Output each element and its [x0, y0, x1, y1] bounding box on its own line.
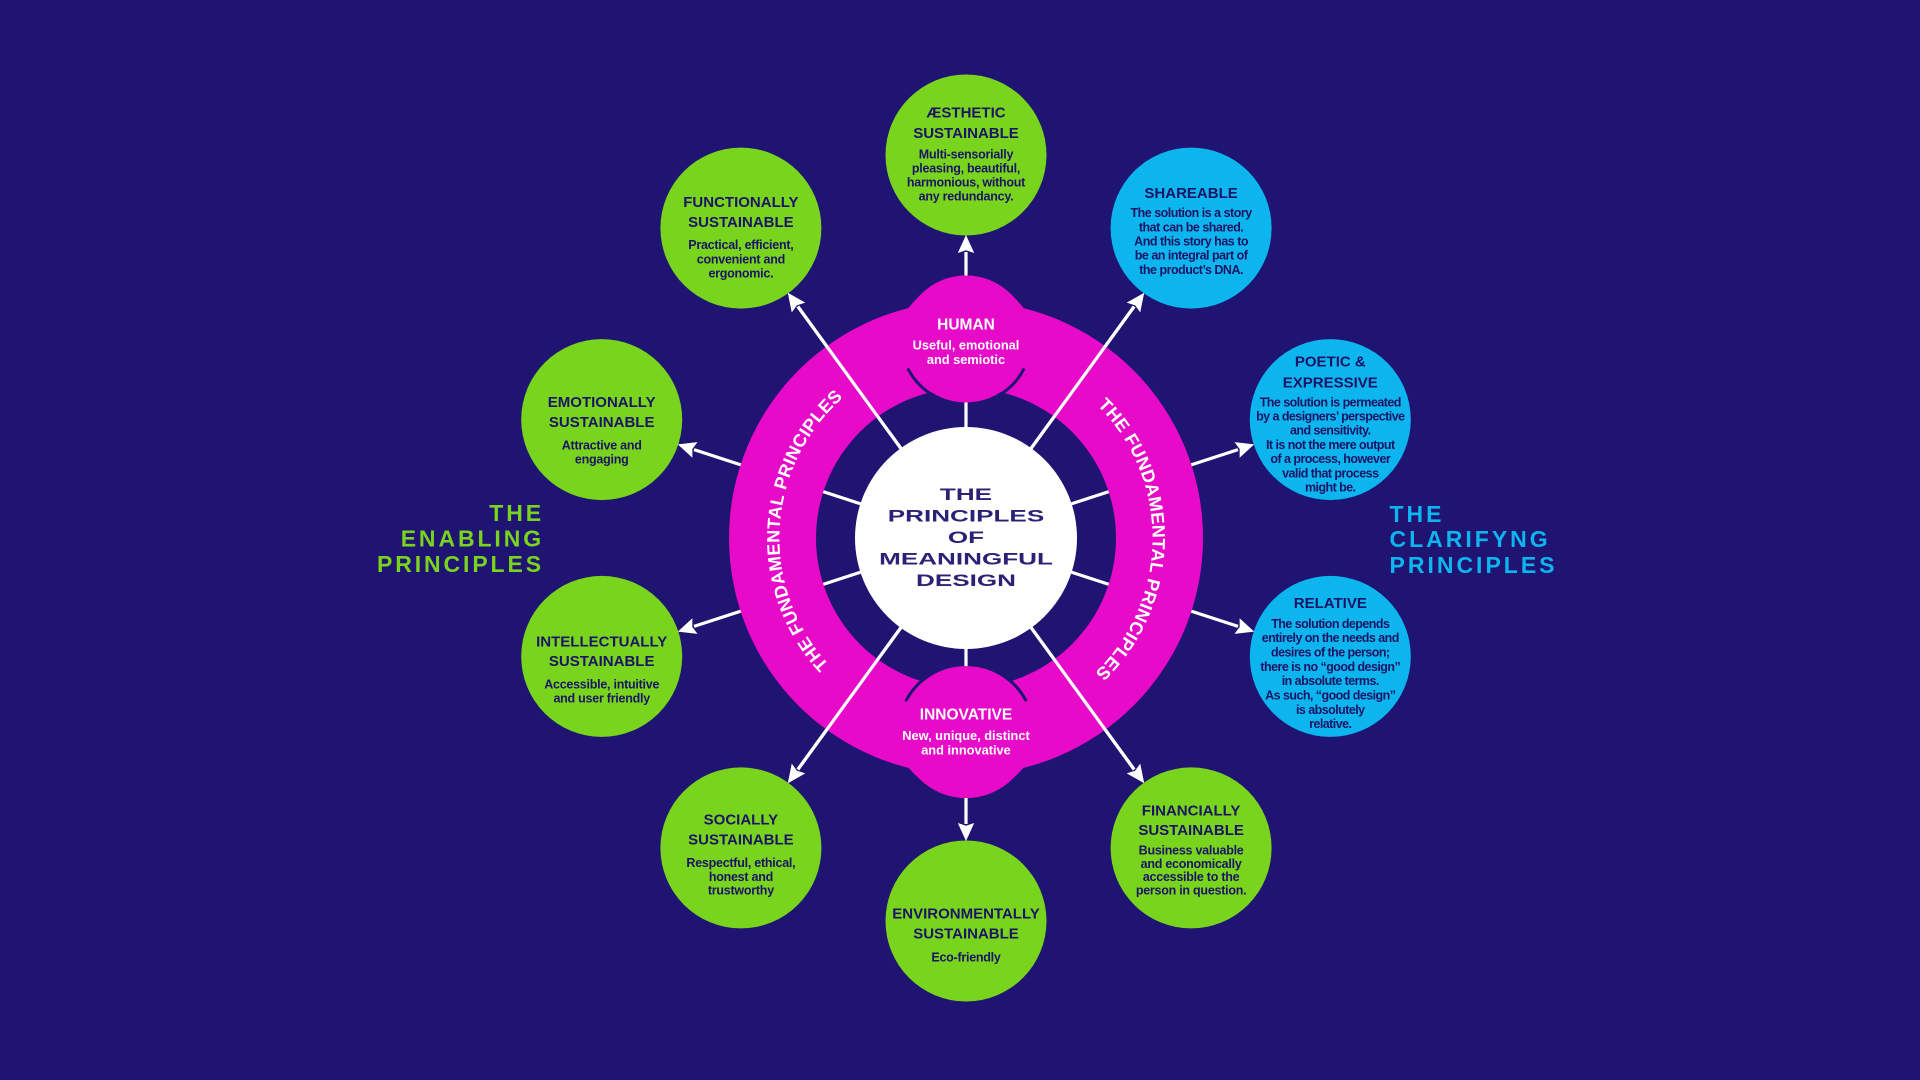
- svg-text:and innovative: and innovative: [921, 743, 1011, 758]
- svg-text:that can be shared.: that can be shared.: [1139, 220, 1243, 234]
- svg-text:Useful, emotional: Useful, emotional: [913, 338, 1020, 353]
- svg-text:INNOVATIVE: INNOVATIVE: [920, 707, 1012, 724]
- svg-text:and sensitivity.: and sensitivity.: [1290, 424, 1371, 438]
- svg-text:harmonious, without: harmonious, without: [907, 176, 1026, 190]
- svg-text:SUSTAINABLE: SUSTAINABLE: [913, 926, 1019, 943]
- svg-text:and semiotic: and semiotic: [927, 352, 1005, 367]
- svg-text:accessible to the: accessible to the: [1143, 870, 1240, 884]
- svg-text:Eco-friendly: Eco-friendly: [931, 951, 1001, 965]
- svg-text:SUSTAINABLE: SUSTAINABLE: [549, 653, 655, 670]
- svg-text:The solution is permeated: The solution is permeated: [1260, 395, 1401, 409]
- svg-text:engaging: engaging: [575, 453, 629, 467]
- svg-text:ÆSTHETIC: ÆSTHETIC: [926, 104, 1005, 121]
- svg-text:Attractive and: Attractive and: [562, 439, 642, 453]
- svg-text:SHAREABLE: SHAREABLE: [1144, 185, 1237, 202]
- svg-text:the product’s DNA.: the product’s DNA.: [1139, 263, 1243, 277]
- svg-text:Accessible, intuitive: Accessible, intuitive: [544, 678, 659, 692]
- svg-text:any redundancy.: any redundancy.: [919, 189, 1014, 203]
- svg-text:PRINCIPLES: PRINCIPLES: [377, 551, 544, 577]
- svg-text:FUNCTIONALLY: FUNCTIONALLY: [683, 194, 798, 211]
- svg-text:Business valuable: Business valuable: [1139, 844, 1244, 858]
- svg-text:Multi-sensorially: Multi-sensorially: [919, 148, 1014, 162]
- svg-text:OF: OF: [948, 528, 984, 547]
- svg-text:SUSTAINABLE: SUSTAINABLE: [1138, 822, 1244, 839]
- svg-text:The solution is a story: The solution is a story: [1131, 206, 1253, 220]
- svg-text:ergonomic.: ergonomic.: [708, 267, 773, 281]
- svg-text:Respectful, ethical,: Respectful, ethical,: [686, 856, 795, 870]
- svg-text:there is no “good design”: there is no “good design”: [1260, 660, 1400, 674]
- svg-text:is absolutely: is absolutely: [1296, 703, 1365, 717]
- svg-text:valid that process: valid that process: [1282, 466, 1379, 480]
- svg-text:SUSTAINABLE: SUSTAINABLE: [549, 414, 655, 431]
- svg-text:honest and: honest and: [709, 870, 773, 884]
- svg-text:DESIGN: DESIGN: [916, 571, 1016, 590]
- svg-text:New, unique, distinct: New, unique, distinct: [902, 728, 1030, 743]
- svg-text:in absolute terms.: in absolute terms.: [1282, 674, 1379, 688]
- svg-text:HUMAN: HUMAN: [937, 317, 995, 334]
- svg-text:And this story has to: And this story has to: [1134, 235, 1249, 249]
- svg-text:SUSTAINABLE: SUSTAINABLE: [913, 125, 1019, 142]
- svg-text:desires of the person;: desires of the person;: [1271, 645, 1390, 659]
- svg-text:and user friendly: and user friendly: [553, 692, 650, 706]
- svg-text:EMOTIONALLY: EMOTIONALLY: [548, 394, 656, 411]
- svg-text:convenient and: convenient and: [697, 253, 785, 267]
- svg-text:relative.: relative.: [1309, 717, 1351, 731]
- svg-text:and economically: and economically: [1141, 857, 1242, 871]
- svg-text:might be.: might be.: [1305, 481, 1356, 495]
- svg-text:FINANCIALLY: FINANCIALLY: [1142, 802, 1241, 819]
- svg-text:RELATIVE: RELATIVE: [1294, 595, 1367, 612]
- svg-text:THE: THE: [489, 500, 544, 526]
- svg-text:be an integral part of: be an integral part of: [1135, 249, 1249, 263]
- svg-text:As such, “good design”: As such, “good design”: [1265, 688, 1396, 702]
- svg-text:MEANINGFUL: MEANINGFUL: [879, 550, 1053, 569]
- svg-text:ENABLING: ENABLING: [401, 526, 544, 552]
- svg-text:SUSTAINABLE: SUSTAINABLE: [688, 831, 794, 848]
- svg-text:SUSTAINABLE: SUSTAINABLE: [688, 214, 794, 231]
- svg-text:INTELLECTUALLY: INTELLECTUALLY: [536, 633, 667, 650]
- svg-text:PRINCIPLES: PRINCIPLES: [1390, 552, 1558, 578]
- svg-text:pleasing, beautiful,: pleasing, beautiful,: [912, 161, 1020, 175]
- svg-text:POETIC &: POETIC &: [1295, 353, 1366, 370]
- svg-text:It is not the mere output: It is not the mere output: [1266, 438, 1396, 452]
- svg-text:Practical, efficient,: Practical, efficient,: [688, 238, 793, 252]
- svg-text:entirely on the needs and: entirely on the needs and: [1262, 631, 1399, 645]
- svg-text:CLARIFYNG: CLARIFYNG: [1390, 526, 1551, 552]
- svg-text:SOCIALLY: SOCIALLY: [704, 812, 778, 829]
- svg-text:by a designers’ perspective: by a designers’ perspective: [1256, 410, 1405, 424]
- svg-text:THE: THE: [940, 485, 992, 504]
- svg-text:THE: THE: [1390, 501, 1445, 527]
- svg-text:EXPRESSIVE: EXPRESSIVE: [1283, 374, 1378, 391]
- svg-text:The solution depends: The solution depends: [1271, 617, 1390, 631]
- svg-text:trustworthy: trustworthy: [708, 884, 774, 898]
- svg-text:PRINCIPLES: PRINCIPLES: [888, 507, 1044, 526]
- svg-text:of a process, however: of a process, however: [1270, 452, 1390, 466]
- svg-text:person in question.: person in question.: [1136, 884, 1247, 898]
- svg-text:ENVIRONMENTALLY: ENVIRONMENTALLY: [892, 906, 1040, 923]
